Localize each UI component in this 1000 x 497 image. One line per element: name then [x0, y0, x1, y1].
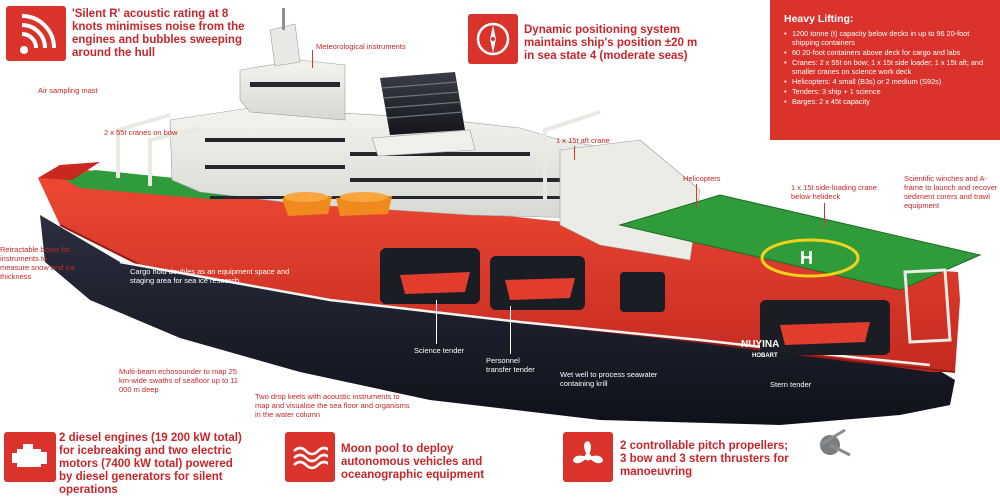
- silent-r-text: 'Silent R' acoustic rating at 8 knots mi…: [72, 8, 245, 59]
- wet-well-label: Wet well to process seawater containing …: [560, 370, 658, 388]
- side-crane-label: 1 x 15t side-loading crane below helidec…: [791, 183, 877, 201]
- heavy-lifting-panel: Heavy Lifting: 1200 tonne (t) capacity b…: [770, 0, 1000, 140]
- helicopters-label: Helicopters: [683, 174, 721, 183]
- science-tender-label: Science tender: [414, 346, 465, 355]
- propeller-icon: [563, 432, 613, 482]
- heavy-lifting-item: Barges: 2 x 45t capacity: [784, 97, 990, 106]
- wifi-icon: [6, 6, 66, 61]
- compass-icon: [468, 14, 518, 64]
- heavy-lifting-item: 1200 tonne (t) capacity below decks in u…: [784, 29, 990, 47]
- heavy-lifting-item: 60 20-foot containers above deck for car…: [784, 48, 990, 57]
- boom-label: Retractable boom for instruments to meas…: [0, 245, 76, 281]
- heavy-lifting-item: Cranes: 2 x 55t on bow; 1 x 15t side loa…: [784, 58, 990, 76]
- side-crane-leader: [824, 203, 825, 227]
- dynamic-positioning-text: Dynamic positioning system maintains shi…: [524, 24, 698, 62]
- heavy-lifting-item: Tenders: 3 ship + 1 science: [784, 87, 990, 96]
- winches-label: Scientific winches and A-frame to launch…: [904, 174, 998, 210]
- propellers-text: 2 controllable pitch propellers; 3 bow a…: [620, 440, 789, 478]
- aft-crane-leader: [574, 146, 575, 160]
- moon-pool-text: Moon pool to deploy autonomous vehicles …: [341, 443, 485, 481]
- heavy-lifting-item: Helicopters: 4 small (B3s) or 2 medium (…: [784, 77, 990, 86]
- personnel-tender-label: Personnel transfer tender: [486, 356, 535, 374]
- echosounder-label: Multi-beam echosounder to map 25 km-wide…: [119, 367, 239, 394]
- helideck: [618, 194, 982, 291]
- stern-tender-label: Stern tender: [770, 380, 812, 389]
- meteorological-leader: [312, 50, 313, 68]
- cargo-hold-label: Cargo hold doubles as an equipment space…: [130, 267, 290, 285]
- waves-icon: [285, 432, 335, 482]
- engine-icon: [4, 432, 56, 482]
- svg-text:H: H: [800, 248, 813, 268]
- bow-cranes-label: 2 x 55t cranes on bow: [104, 128, 178, 137]
- heavy-lifting-title: Heavy Lifting:: [784, 13, 854, 25]
- helipad-circle: [760, 238, 860, 278]
- funnel: [380, 72, 465, 135]
- aft-crane-label: 1 x 15t aft crane: [556, 136, 610, 145]
- ship-name: NUYINA: [741, 339, 780, 350]
- science-tender-leader: [436, 300, 437, 344]
- drop-keels-label: Two drop keels with acoustic instruments…: [255, 392, 410, 419]
- helicopters-leader: [696, 184, 697, 208]
- diesel-engines-text: 2 diesel engines (19 200 kW total) for i…: [59, 432, 242, 496]
- meteorological-label: Meteorological instruments: [316, 42, 406, 51]
- personnel-tender-leader: [510, 306, 511, 354]
- ship-port: HOBART: [752, 353, 778, 359]
- air-sampling-label: Air sampling mast: [38, 86, 98, 95]
